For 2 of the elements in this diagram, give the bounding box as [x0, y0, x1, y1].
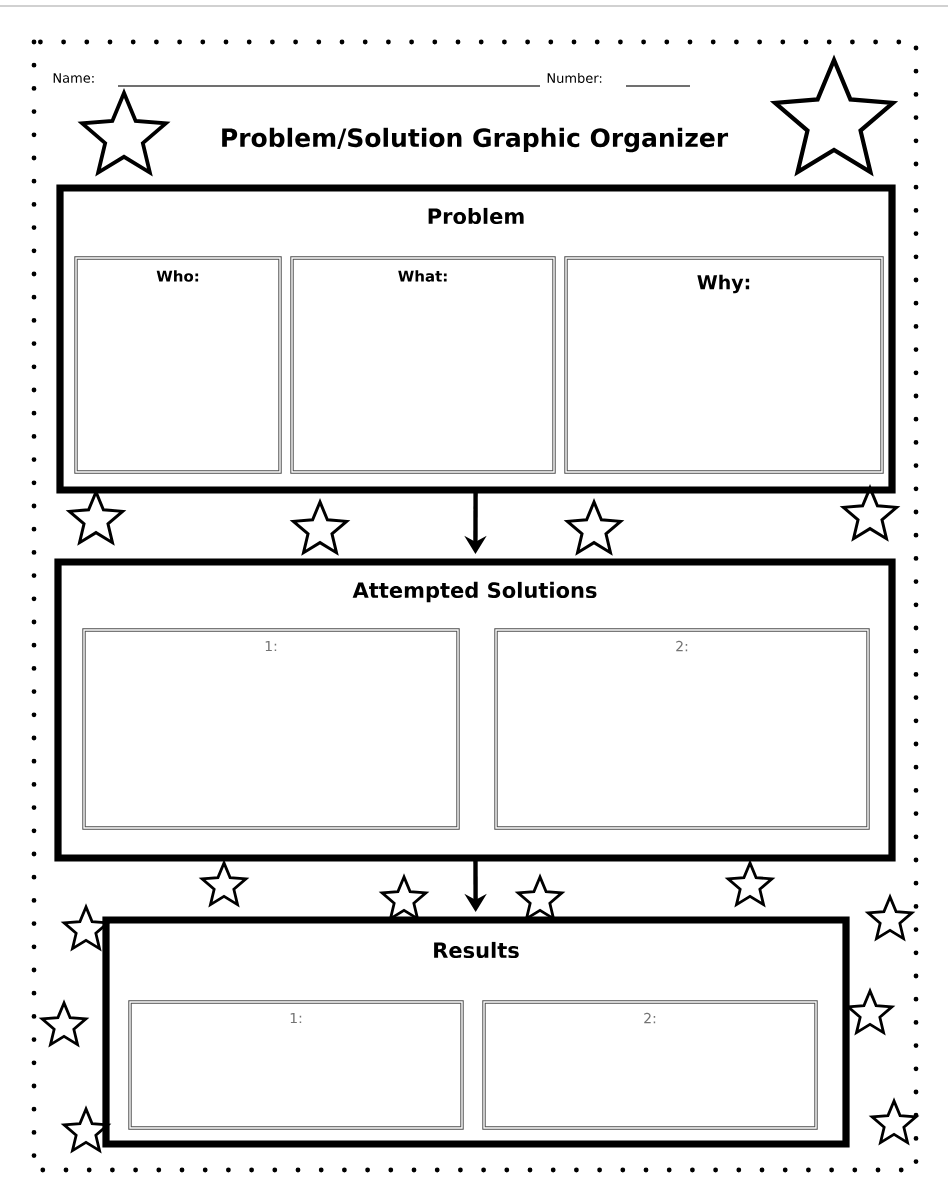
answer-box: Why: — [564, 256, 884, 474]
title: Problem/Solution Graphic Organizer — [222, 127, 729, 153]
